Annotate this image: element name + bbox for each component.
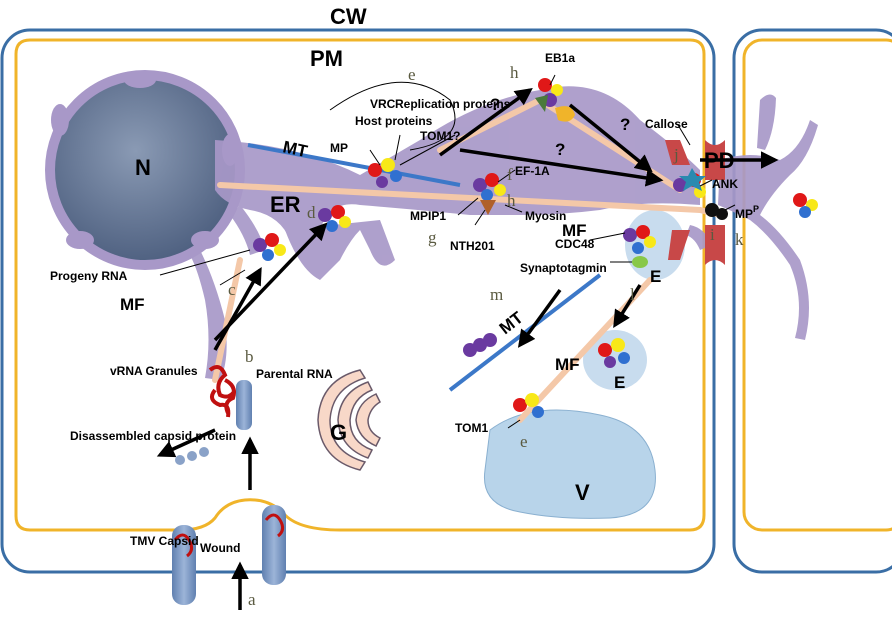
step-letter-m: m <box>490 285 503 304</box>
label-nucleus: N <box>135 155 151 180</box>
label-progeny-rna: Progeny RNA <box>50 269 128 283</box>
protein-cluster-pd <box>673 168 728 220</box>
arrows <box>156 87 779 610</box>
label-mp: MP <box>330 141 348 155</box>
protein-cluster-progeny <box>253 233 286 261</box>
label-pm: PM <box>310 46 343 71</box>
label-e-lower: E <box>614 373 625 392</box>
nuclear-pore <box>66 231 94 249</box>
capsid-rna <box>173 533 194 558</box>
disassembled-capsid <box>175 455 185 465</box>
step-letter-j: j <box>673 145 679 164</box>
label-ef1a: EF-1A <box>515 164 550 178</box>
label-myosin: Myosin <box>525 209 566 223</box>
nuclear-pore <box>51 104 69 136</box>
step-letter-f: f <box>507 165 513 184</box>
step-letter-c: c <box>228 280 236 299</box>
label-mpip1: MPIP1 <box>410 209 446 223</box>
label-golgi: G <box>330 420 347 445</box>
capsid-parental <box>236 380 252 430</box>
disassembled-capsid <box>187 451 197 461</box>
label-question-1: ? <box>490 95 500 114</box>
protein-cluster-neighbor <box>793 193 818 218</box>
protein-cluster-cdc48 <box>623 225 656 268</box>
label-callose: Callose <box>645 117 688 131</box>
label-question-2: ? <box>620 115 630 134</box>
label-parental-rna: Parental RNA <box>256 367 333 381</box>
protein-cluster-d <box>318 205 351 232</box>
step-letter-a: a <box>248 590 256 609</box>
label-mf-lower: MF <box>555 355 580 374</box>
label-question-3: ? <box>555 140 565 159</box>
protein-cluster-f <box>473 173 506 215</box>
nuclear-pore <box>191 231 219 249</box>
label-mt-top: MT <box>281 137 310 161</box>
step-letter-h-top: h <box>510 63 519 82</box>
label-cdc48: CDC48 <box>555 237 595 251</box>
label-eb1a: EB1a <box>545 51 575 65</box>
label-pd: PD <box>704 148 735 173</box>
label-replication-proteins: Replication proteins <box>395 97 511 111</box>
label-vrc: VRC <box>370 97 396 111</box>
disassembled-capsid <box>199 447 209 457</box>
label-tom1-q: TOM1? <box>420 129 460 143</box>
label-cw: CW <box>330 4 367 29</box>
step-letter-b: b <box>245 347 254 366</box>
purple-aggregates <box>463 333 497 357</box>
label-e-upper: E <box>650 267 661 286</box>
label-vrna-granules: vRNA Granules <box>110 364 198 378</box>
label-ank: ANK <box>712 177 738 191</box>
label-tmv-capsid: TMV Capsid <box>130 534 199 548</box>
step-letter-g: g <box>428 228 437 247</box>
step-letter-e-top: e <box>408 65 416 84</box>
label-mf-left: MF <box>120 295 145 314</box>
step-letter-h-mid: h <box>507 191 516 210</box>
step-letter-k: k <box>735 230 744 249</box>
protein-cluster-vrc <box>368 158 402 188</box>
label-host-proteins: Host proteins <box>355 114 433 128</box>
label-vacuole: V <box>575 480 590 505</box>
vacuole <box>483 409 656 519</box>
label-mf-mid: MF <box>562 221 587 240</box>
label-er: ER <box>270 192 301 217</box>
tmv-capsid-right <box>262 505 286 585</box>
label-nth201: NTH201 <box>450 239 495 253</box>
label-mpp-sup: P <box>753 204 759 214</box>
golgi <box>317 369 382 471</box>
nuclear-pore <box>124 72 156 88</box>
vrna-granules <box>208 364 237 418</box>
plasma-membrane-left <box>14 38 706 532</box>
label-wound: Wound <box>200 541 240 555</box>
label-mpp: MPP <box>735 204 759 221</box>
protein-cluster-endosome <box>598 338 630 368</box>
cell-wall-left <box>0 28 716 574</box>
step-letter-l: l <box>630 285 635 304</box>
protein-cluster-tom1 <box>513 393 544 418</box>
plasma-membrane-right <box>742 38 892 532</box>
label-mpp-main: MP <box>735 207 753 221</box>
step-letter-d: d <box>307 203 316 222</box>
label-synaptotagmin: Synaptotagmin <box>520 261 607 275</box>
label-tom1: TOM1 <box>455 421 488 435</box>
step-letter-i: i <box>710 225 715 244</box>
cell-wall-right <box>732 28 892 574</box>
protein-cluster-eb1a <box>535 78 575 122</box>
capsid-rna <box>264 513 285 538</box>
label-disassembled: Disassembled capsid protein <box>70 429 236 443</box>
step-letter-e-bottom: e <box>520 432 528 451</box>
pointer-lines <box>159 74 736 429</box>
